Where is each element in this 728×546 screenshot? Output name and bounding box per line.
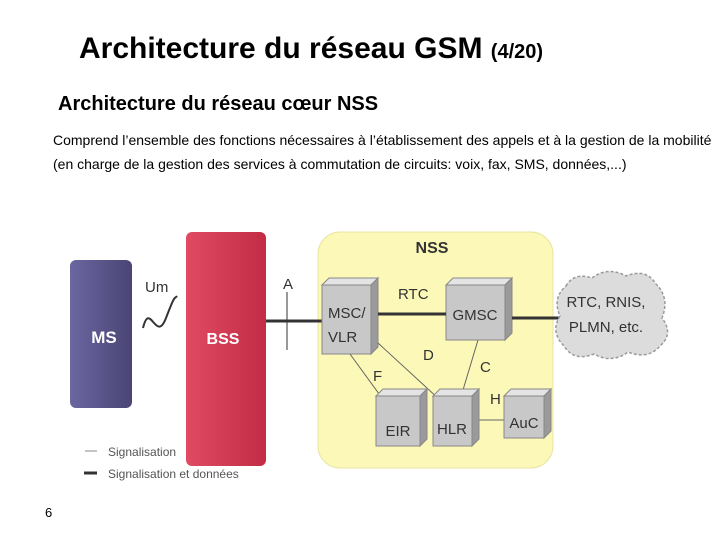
auc-label: AuC [509, 415, 538, 432]
slide-title: Architecture du réseau GSM (4/20) [79, 32, 543, 69]
bss-label: BSS [207, 331, 240, 348]
auc-box: AuC [502, 387, 553, 440]
slide-title-text: Architecture du réseau GSM [79, 32, 483, 65]
slide-subtitle: Architecture du réseau cœur NSS [58, 93, 379, 115]
um-wave-icon [142, 295, 178, 329]
ms-label: MS [91, 328, 117, 347]
c-label: C [480, 359, 491, 376]
f-label: F [373, 368, 382, 385]
legend-signalisation-label: Signalisation [108, 445, 176, 459]
msc-vlr-box: MSC/ VLR [320, 276, 380, 356]
link-d [377, 342, 441, 401]
slide-title-part: (4/20) [490, 41, 544, 63]
um-label: Um [145, 279, 168, 296]
msc-vlr-label-line1: MSC/ [328, 305, 366, 322]
gmsc-box: GMSC [444, 276, 514, 342]
hlr-box: HLR [431, 387, 481, 448]
link-f [349, 353, 383, 399]
gmsc-label: GMSC [453, 307, 498, 324]
eir-label: EIR [385, 423, 410, 440]
slide-description: Comprend l’ensemble des fonctions nécess… [53, 132, 712, 172]
hlr-label: HLR [437, 421, 467, 438]
bss-block [186, 232, 266, 466]
slide-number: 6 [45, 505, 53, 520]
eir-box: EIR [374, 387, 429, 448]
a-label: A [283, 276, 293, 293]
ms-block [70, 260, 132, 408]
legend-signalisation-donnees-label: Signalisation et données [108, 467, 239, 481]
d-label: D [423, 347, 434, 364]
msc-vlr-label-line2: VLR [328, 329, 357, 346]
rtc-link-label: RTC [398, 286, 429, 303]
nss-label: NSS [416, 240, 449, 257]
cloud-label-line1: RTC, RNIS, [567, 294, 646, 311]
h-label: H [490, 391, 501, 408]
external-networks-cloud: RTC, RNIS, PLMN, etc. [555, 270, 669, 360]
cloud-label-line2: PLMN, etc. [569, 319, 643, 336]
